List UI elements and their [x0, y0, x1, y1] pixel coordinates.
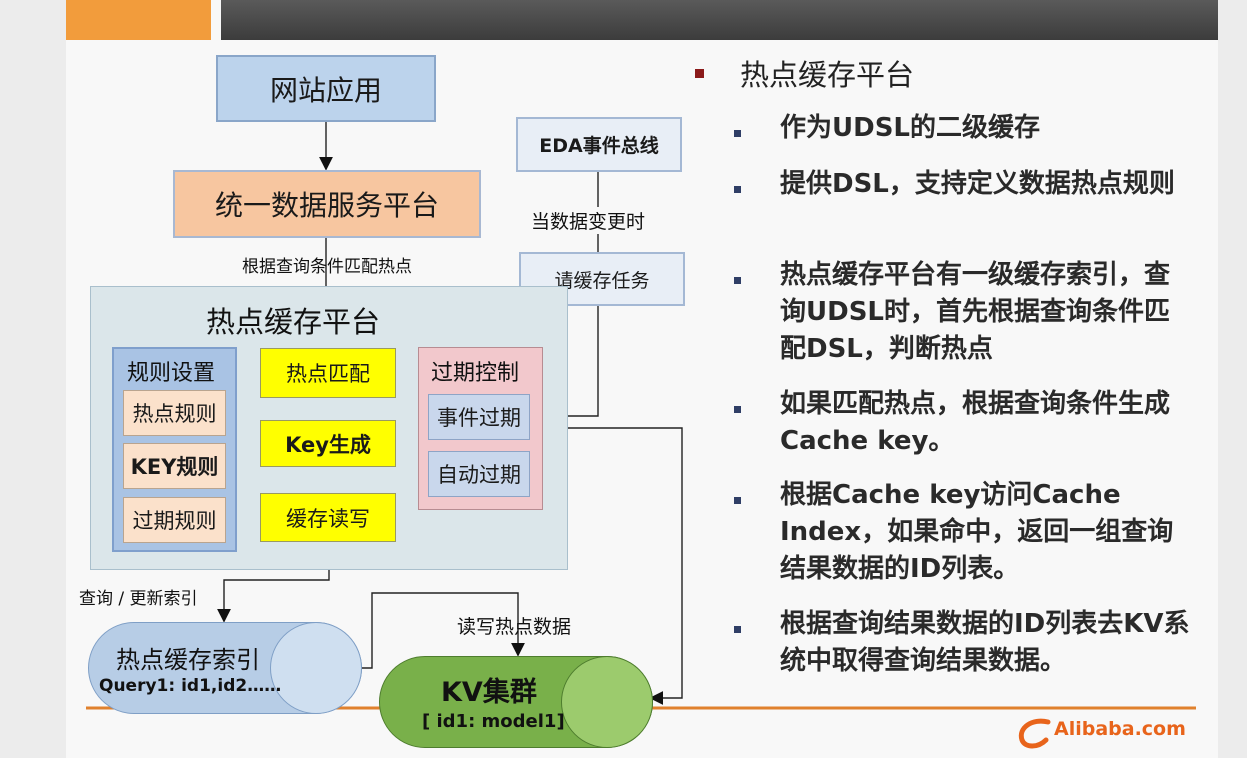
expire-rule-box: 过期规则: [123, 497, 226, 543]
bullet-marker-3: [734, 277, 741, 284]
index-title: 热点缓存索引: [116, 646, 260, 674]
hot-cache-index-cylinder: 热点缓存索引 Query1: id1,id2……: [88, 622, 362, 714]
key-rule-label: KEY规则: [130, 455, 219, 479]
bullet-6: 根据查询结果数据的ID列表去KV系统中取得查询结果数据。: [780, 606, 1200, 680]
eda-bus-box: EDA事件总线: [516, 117, 682, 172]
bullet-marker-2: [734, 186, 741, 193]
website-app-label: 网站应用: [269, 73, 382, 107]
bullet-2: 提供DSL，支持定义数据热点规则: [780, 166, 1220, 203]
text-heading: 热点缓存平台: [740, 58, 915, 92]
bullet-3: 热点缓存平台有一级缓存索引，查询UDSL时，首先根据查询条件匹配DSL，判断热点: [780, 257, 1180, 368]
cache-rw-label: 缓存读写: [286, 506, 370, 531]
bullet-5: 根据Cache key访问Cache Index，如果命中，返回一组查询结果数据…: [780, 477, 1180, 588]
expire-control-title: 过期控制: [431, 361, 520, 386]
hot-match-label: 热点匹配: [286, 362, 370, 386]
event-expire-box: 事件过期: [428, 394, 530, 440]
bullet-2-text: 提供DSL，支持定义数据热点规则: [780, 169, 1175, 199]
kv-cluster-cylinder: KV集群 [ id1: model1]: [379, 656, 653, 748]
key-rule-box: KEY规则: [123, 443, 226, 489]
title-accent: [66, 0, 211, 40]
bullet-4: 如果匹配热点，根据查询条件生成Cache key。: [780, 386, 1220, 460]
cache-rw-box: 缓存读写: [260, 493, 396, 542]
key-gen-label: Key生成: [285, 432, 371, 457]
bullet-5-text: 根据Cache key访问Cache Index，如果命中，返回一组查询结果数据…: [780, 480, 1174, 584]
alibaba-logo: Alibaba.com: [1014, 714, 1194, 754]
alibaba-logo-text: Alibaba.com: [1054, 718, 1186, 740]
query-update-index-label: 查询 / 更新索引: [79, 589, 198, 609]
index-subtitle: Query1: id1,id2……: [99, 676, 282, 696]
hot-rule-box: 热点规则: [123, 390, 226, 436]
bullet-marker-1: [734, 130, 741, 137]
hot-rule-label: 热点规则: [132, 402, 217, 426]
kv-title: KV集群: [441, 677, 537, 708]
bullet-marker-4: [734, 406, 741, 413]
expire-rule-label: 过期规则: [132, 509, 217, 533]
bullet-marker-6: [734, 626, 741, 633]
bullet-marker-5: [734, 497, 741, 504]
event-expire-label: 事件过期: [437, 406, 521, 430]
cache-task-label: 请缓存任务: [554, 269, 650, 292]
udsp-box: 统一数据服务平台: [173, 170, 481, 238]
bullet-6-text: 根据查询结果数据的ID列表去KV系统中取得查询结果数据。: [780, 609, 1190, 676]
title-bar: [221, 0, 1218, 40]
auto-expire-label: 自动过期: [437, 463, 521, 487]
bullet-1: 作为UDSL的二级缓存: [780, 110, 1220, 147]
bullet-1-text: 作为UDSL的二级缓存: [780, 113, 1040, 143]
key-gen-box: Key生成: [260, 420, 396, 467]
bullet-3-text: 热点缓存平台有一级缓存索引，查询UDSL时，首先根据查询条件匹配DSL，判断热点: [780, 260, 1171, 364]
platform-title: 热点缓存平台: [206, 305, 381, 339]
website-app-box: 网站应用: [216, 55, 436, 122]
eda-bus-label: EDA事件总线: [539, 135, 659, 157]
hot-match-box: 热点匹配: [260, 348, 396, 398]
alibaba-logo-icon: [1018, 718, 1051, 749]
match-hint-label: 根据查询条件匹配热点: [242, 257, 412, 277]
rw-hot-data-label: 读写热点数据: [457, 616, 572, 638]
on-data-change-label: 当数据变更时: [531, 207, 646, 234]
kv-subtitle: [ id1: model1]: [422, 711, 565, 732]
auto-expire-box: 自动过期: [428, 451, 530, 497]
heading-bullet: [695, 69, 704, 78]
rules-title: 规则设置: [127, 361, 216, 386]
bullet-4-text: 如果匹配热点，根据查询条件生成Cache key。: [780, 389, 1171, 456]
udsp-label: 统一数据服务平台: [214, 189, 439, 222]
